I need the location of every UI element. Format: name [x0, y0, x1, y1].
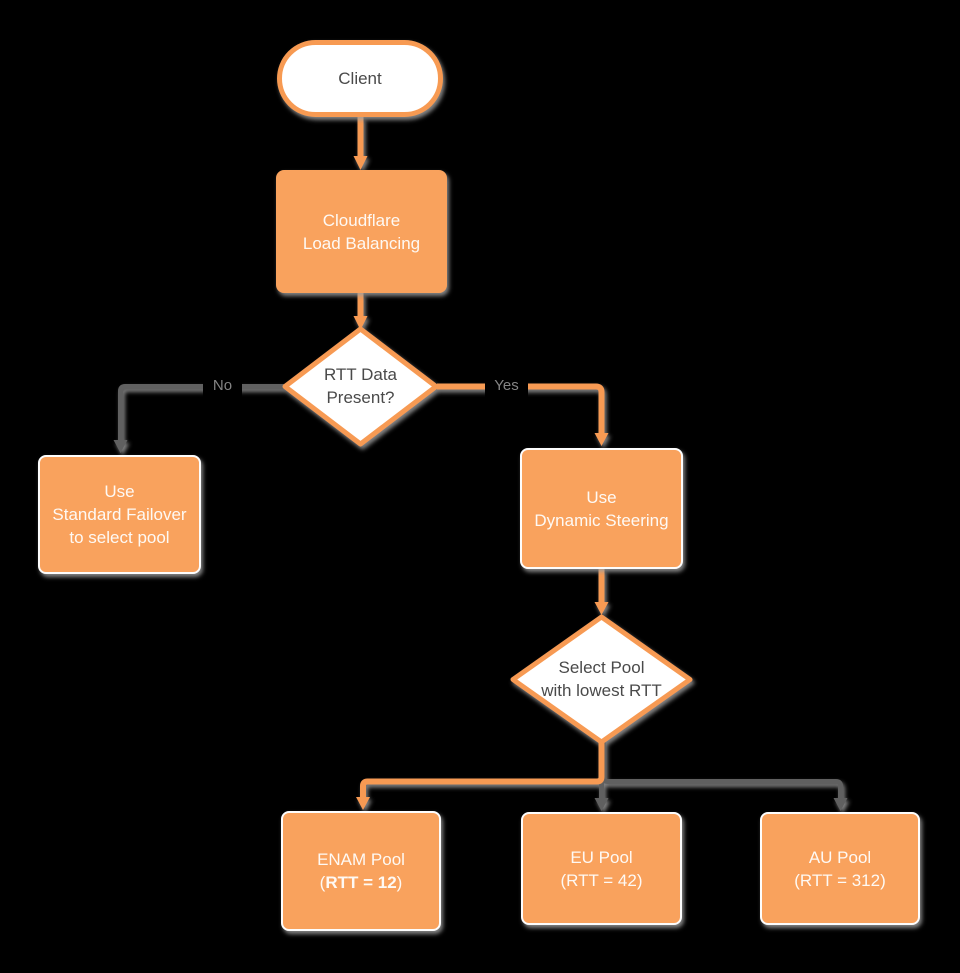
node-steering-line1: Use: [586, 487, 617, 507]
node-enam-line2: (RTT = 12): [320, 871, 403, 894]
node-dynamic-steering: Use Dynamic Steering: [520, 448, 683, 569]
edge-to-eu-pool: [594, 781, 609, 811]
arrowhead-cloudflare: [353, 156, 368, 170]
edge-to-au-pool: [600, 740, 848, 811]
node-au-pool: AU Pool (RTT = 312): [760, 812, 920, 925]
node-failover-line1: Use: [104, 482, 135, 501]
node-eu-line2: (RTT = 42): [560, 870, 643, 890]
arrowhead-eu: [594, 798, 609, 811]
decision-select-line1: Select Pool: [558, 658, 645, 677]
edge-cloudflare-to-decision: [353, 293, 368, 330]
decision-select-pool-text: Select Pool with lowest RTT: [512, 656, 691, 702]
node-client-label: Client: [338, 69, 382, 88]
node-client: Client: [277, 40, 443, 117]
node-cloudflare-load-balancing: Cloudflare Load Balancing: [276, 170, 447, 293]
arrowhead-enam: [356, 797, 370, 810]
decision-rtt-data-present: [282, 326, 439, 447]
edge-label-yes: Yes: [485, 371, 528, 400]
enam-paren-close: ): [396, 873, 403, 892]
edge-to-enam-pool: [356, 742, 605, 810]
decision-select-line2: with lowest RTT: [541, 681, 662, 700]
node-failover-line3: to select pool: [69, 528, 170, 547]
edge-steering-to-select: [594, 569, 609, 615]
node-enam-pool: ENAM Pool (RTT = 12): [281, 811, 441, 931]
edge-label-no-text: No: [212, 376, 233, 394]
edge-label-no: No: [203, 371, 242, 399]
enam-rtt-value: RTT = 12: [325, 873, 397, 892]
node-cloudflare-line2: Load Balancing: [302, 233, 421, 253]
arrowhead-au: [833, 798, 848, 811]
edge-client-to-cloudflare: [353, 117, 368, 170]
decision-rtt-line1: RTT Data: [323, 365, 398, 384]
arrowhead-select: [594, 602, 609, 615]
edge-label-yes-text: Yes: [494, 377, 519, 394]
node-failover-line2: Standard Failover: [52, 505, 187, 524]
node-eu-pool: EU Pool (RTT = 42): [521, 812, 682, 925]
node-cloudflare-line1: Cloudflare: [322, 210, 401, 230]
arrowhead-no: [113, 440, 128, 453]
node-eu-line1: EU Pool: [570, 847, 633, 867]
node-enam-line1: ENAM Pool: [317, 850, 405, 869]
edge-yes-connector: [437, 383, 609, 446]
edge-no-connector: [113, 384, 284, 453]
node-standard-failover: Use Standard Failover to select pool: [38, 455, 201, 574]
node-au-line1: AU Pool: [808, 847, 872, 867]
node-steering-line2: Dynamic Steering: [534, 510, 669, 530]
decision-rtt-line2: Present?: [326, 388, 395, 407]
decision-select-pool: [510, 614, 693, 745]
node-au-line2: (RTT = 312): [794, 870, 886, 890]
arrowhead-decision: [353, 316, 368, 330]
arrowhead-yes: [594, 433, 609, 446]
decision-rtt-text: RTT Data Present?: [290, 363, 431, 409]
enam-paren-open: (: [319, 873, 326, 892]
